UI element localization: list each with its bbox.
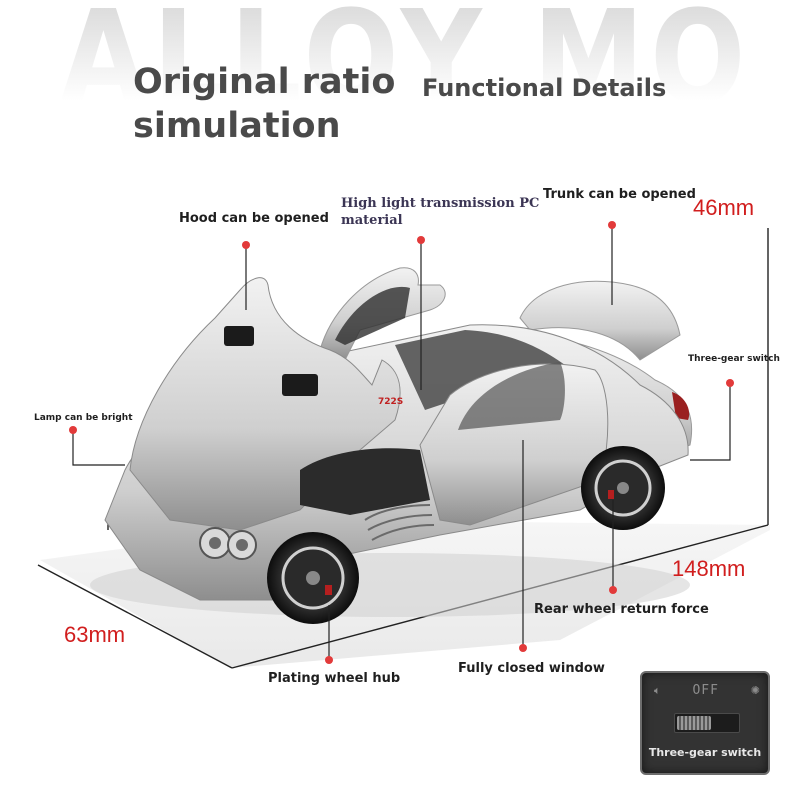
callout-three-gear: Three-gear switch (688, 354, 780, 364)
callout-rear-wheel: Rear wheel return force (534, 602, 709, 617)
side-vents (364, 504, 435, 541)
leader-three-gear (690, 383, 731, 461)
dimension-width: 63mm (64, 622, 126, 647)
switch-knob (677, 716, 711, 730)
switch-caption: Three-gear switch (648, 746, 762, 759)
trunk-lid (519, 280, 681, 361)
tail-light (672, 392, 690, 420)
dimension-length: 148mm (672, 556, 746, 581)
light-bulb-icon: ✺ (750, 684, 760, 697)
leader-lamp (72, 430, 125, 466)
callout-dots (69, 221, 734, 664)
engine-bay (300, 448, 430, 515)
headlights (199, 527, 257, 560)
callout-hood: Hood can be opened (179, 211, 329, 226)
callout-closed-window: Fully closed window (458, 661, 605, 676)
switch-track (674, 713, 740, 733)
callout-lamp: Lamp can be bright (34, 413, 133, 423)
front-wheel (267, 532, 359, 624)
door-window (335, 286, 410, 345)
headline: Original ratio simulation (133, 62, 396, 146)
car-badge: 722S (378, 397, 403, 407)
callout-wheel-hub: Plating wheel hub (268, 671, 401, 686)
background-watermark-word: ALLOY MODEL (60, 0, 760, 101)
door-glass (458, 362, 565, 430)
speaker-icon: 🔈︎ (654, 683, 661, 697)
rear-wheel (581, 446, 665, 530)
three-gear-switch-panel: 🔈︎ OFF ✺ Three-gear switch (640, 671, 770, 775)
dimension-height: 46mm (693, 195, 755, 220)
callout-trunk: Trunk can be opened (543, 187, 696, 202)
callout-pc-material: High light transmission PC material (341, 196, 540, 228)
subheadline: Functional Details (422, 74, 667, 102)
switch-off-label: OFF (692, 683, 719, 698)
dimension-line-width (37, 564, 233, 669)
hood-vents (224, 326, 318, 396)
